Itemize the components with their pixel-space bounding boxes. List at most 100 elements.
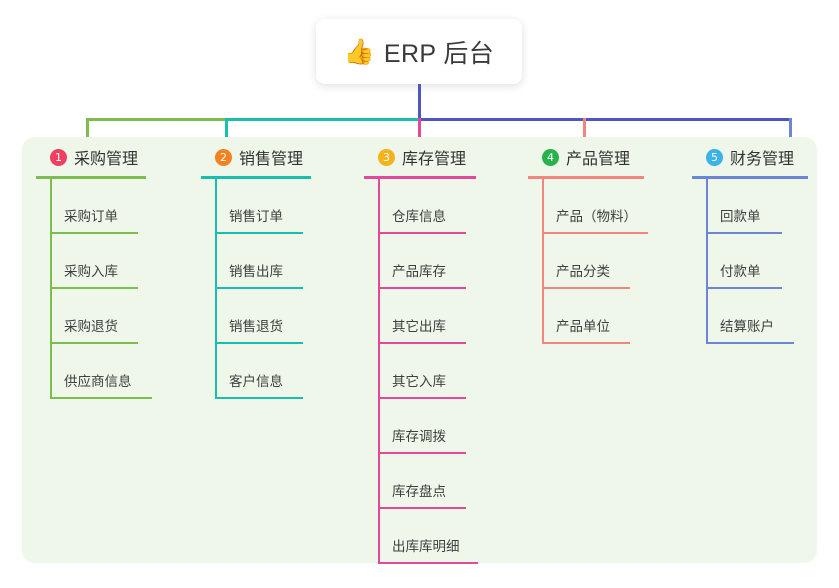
- list-item-rule: [50, 342, 138, 344]
- list-item[interactable]: 产品单位: [542, 289, 644, 344]
- list-item[interactable]: 产品库存: [378, 234, 476, 289]
- column-title: 销售管理: [239, 151, 304, 168]
- column-header-1[interactable]: 1 采购管理: [36, 144, 146, 170]
- list-item-label: 产品分类: [556, 264, 610, 279]
- column-badge-4: 4: [542, 148, 559, 166]
- list-item-rule: [215, 232, 303, 234]
- list-item-label: 回款单: [720, 209, 761, 224]
- column-title: 采购管理: [74, 151, 139, 168]
- list-item-label: 客户信息: [229, 374, 283, 389]
- list-item-label: 产品库存: [392, 264, 446, 279]
- list-item-rule: [378, 397, 466, 399]
- list-item-label: 采购退货: [64, 319, 118, 334]
- root-node-title: ERP 后台: [383, 39, 495, 68]
- list-item[interactable]: 其它出库: [378, 289, 476, 344]
- connector-drop-5: [789, 118, 792, 146]
- column-title: 产品管理: [566, 151, 631, 168]
- list-item-label: 销售退货: [229, 319, 283, 334]
- column-4: 4 产品管理产品（物料） 产品分类产品单位: [528, 144, 648, 344]
- list-item-label: 其它入库: [392, 374, 446, 389]
- list-item-rule: [706, 232, 782, 234]
- column-badge-1: 1: [50, 148, 67, 166]
- list-item[interactable]: 销售订单: [215, 179, 311, 234]
- list-item-label: 结算账户: [720, 319, 774, 334]
- list-item-rule: [378, 287, 466, 289]
- list-item[interactable]: 产品（物料）: [542, 179, 648, 234]
- list-item[interactable]: 其它入库: [378, 344, 476, 399]
- list-item[interactable]: 采购订单: [50, 179, 146, 234]
- list-item[interactable]: 销售出库: [215, 234, 311, 289]
- connector-drop-1: [86, 118, 89, 146]
- column-header-rule: [36, 176, 146, 179]
- list-item-label: 采购订单: [64, 209, 118, 224]
- column-badge-3: 3: [378, 148, 395, 166]
- list-item-rule: [50, 287, 138, 289]
- list-item-rule: [50, 397, 152, 399]
- list-item-rule: [215, 342, 303, 344]
- list-item-label: 供应商信息: [64, 374, 132, 389]
- list-item-rule: [50, 232, 138, 234]
- list-item[interactable]: 采购入库: [50, 234, 146, 289]
- column-header-rule: [692, 176, 808, 179]
- connector-drop-4: [583, 118, 586, 146]
- connector-bar-segment-1: [86, 118, 226, 121]
- column-header-rule: [528, 176, 644, 179]
- column-spine: [378, 179, 380, 564]
- list-item-rule: [378, 342, 466, 344]
- thumbs-up-icon: 👍: [343, 37, 375, 66]
- list-item[interactable]: 回款单: [706, 179, 808, 234]
- root-node-card[interactable]: 👍 ERP 后台: [316, 19, 522, 84]
- column-items: 回款单付款单结算账户: [692, 179, 808, 344]
- column-title: 库存管理: [402, 151, 467, 168]
- list-item[interactable]: 库存调拨: [378, 399, 476, 454]
- column-header-3[interactable]: 3 库存管理: [364, 144, 476, 170]
- list-item-rule: [215, 287, 303, 289]
- list-item-rule: [378, 562, 478, 564]
- list-item[interactable]: 出库库明细: [378, 509, 478, 564]
- column-header-5[interactable]: 5 财务管理: [692, 144, 808, 170]
- list-item-label: 销售出库: [229, 264, 283, 279]
- column-items: 仓库信息产品库存其它出库其它入库库存调拨库存盘点出库库明细: [364, 179, 478, 564]
- list-item[interactable]: 库存盘点: [378, 454, 476, 509]
- column-items: 销售订单销售出库销售退货客户信息: [201, 179, 311, 399]
- list-item-label: 产品单位: [556, 319, 610, 334]
- list-item[interactable]: 客户信息: [215, 344, 311, 399]
- column-items: 采购订单采购入库采购退货供应商信息: [36, 179, 152, 399]
- list-item-label: 库存盘点: [392, 484, 446, 499]
- column-badge-5: 5: [706, 148, 723, 166]
- list-item-label: 库存调拨: [392, 429, 446, 444]
- list-item-rule: [706, 342, 794, 344]
- diagram-panel: [22, 137, 817, 563]
- list-item-rule: [215, 397, 303, 399]
- column-5: 5 财务管理回款单付款单结算账户: [692, 144, 808, 344]
- list-item-label: 出库库明细: [392, 539, 460, 554]
- list-item-label: 销售订单: [229, 209, 283, 224]
- column-3: 3 库存管理仓库信息产品库存其它出库其它入库库存调拨库存盘点出库库明细: [364, 144, 478, 564]
- list-item-label: 仓库信息: [392, 209, 446, 224]
- connector-drop-2: [225, 118, 228, 146]
- list-item[interactable]: 采购退货: [50, 289, 146, 344]
- column-header-rule: [364, 176, 476, 179]
- list-item[interactable]: 仓库信息: [378, 179, 476, 234]
- list-item-label: 其它出库: [392, 319, 446, 334]
- list-item-rule: [542, 232, 648, 234]
- column-1: 1 采购管理采购订单采购入库采购退货供应商信息: [36, 144, 152, 399]
- list-item-rule: [378, 452, 466, 454]
- list-item[interactable]: 供应商信息: [50, 344, 152, 399]
- list-item[interactable]: 销售退货: [215, 289, 311, 344]
- list-item[interactable]: 结算账户: [706, 289, 808, 344]
- list-item-rule: [542, 342, 630, 344]
- column-header-4[interactable]: 4 产品管理: [528, 144, 644, 170]
- connector-trunk: [418, 84, 421, 121]
- list-item[interactable]: 产品分类: [542, 234, 644, 289]
- column-title: 财务管理: [730, 151, 795, 168]
- column-spine: [215, 179, 217, 399]
- list-item[interactable]: 付款单: [706, 234, 808, 289]
- connector-bar-segment-3: [419, 118, 790, 121]
- column-spine: [50, 179, 52, 399]
- column-spine: [706, 179, 708, 344]
- column-header-rule: [201, 176, 311, 179]
- list-item-rule: [378, 507, 466, 509]
